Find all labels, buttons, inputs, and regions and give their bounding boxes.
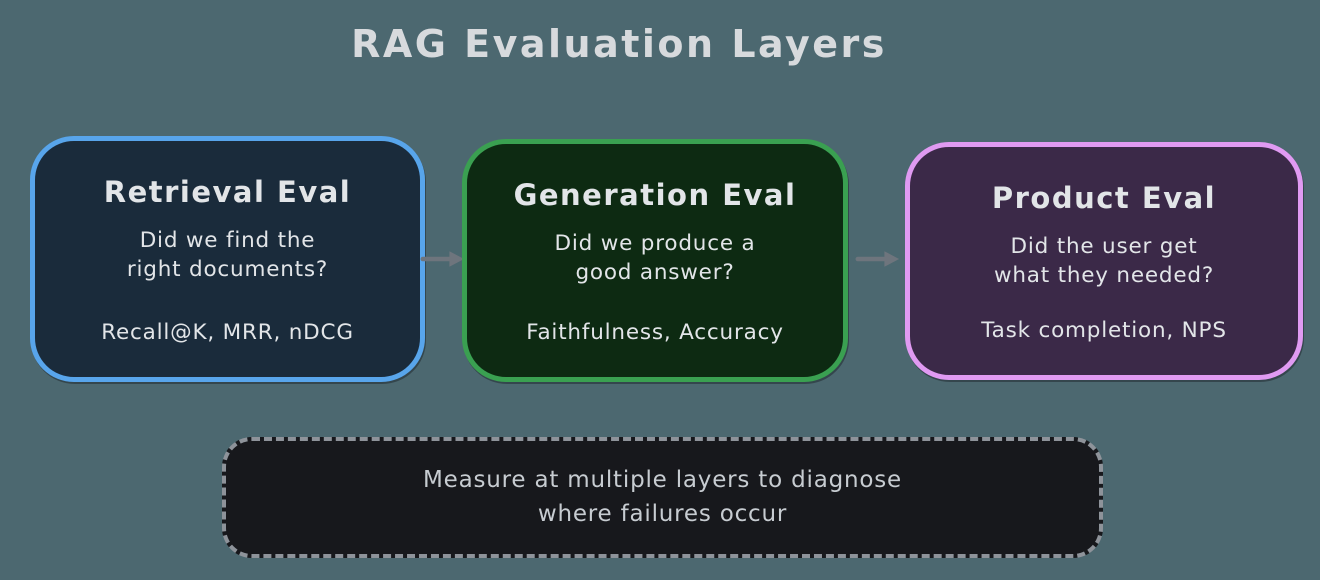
note-line-1: Measure at multiple layers to diagnose <box>423 467 902 494</box>
arrow-generation-to-product-icon <box>855 251 900 267</box>
note-line-2: where failures occur <box>537 500 788 527</box>
question-line-1: Did we produce a <box>554 231 756 256</box>
question-line-2: right documents? <box>126 257 329 283</box>
question-line-2: good answer? <box>575 260 735 286</box>
question-line-2: what they needed? <box>993 263 1215 289</box>
retrieval-eval-box: Retrieval Eval Did we find the right doc… <box>30 136 425 382</box>
generation-eval-question: Did we produce a good answer? <box>555 229 756 287</box>
summary-note-box: Measure at multiple layers to diagnose w… <box>222 437 1103 558</box>
product-eval-metrics: Task completion, NPS <box>981 318 1227 343</box>
retrieval-eval-metrics: Recall@K, MRR, nDCG <box>101 320 354 345</box>
product-eval-question: Did the user get what they needed? <box>994 232 1214 290</box>
product-eval-box: Product Eval Did the user get what they … <box>905 142 1303 380</box>
product-eval-heading: Product Eval <box>991 181 1217 215</box>
retrieval-eval-question: Did we find the right documents? <box>127 226 328 284</box>
diagram-title: RAG Evaluation Layers <box>351 22 887 66</box>
retrieval-eval-heading: Retrieval Eval <box>103 175 352 209</box>
generation-eval-metrics: Faithfulness, Accuracy <box>526 320 784 345</box>
arrow-retrieval-to-generation-icon <box>420 251 465 267</box>
question-line-1: Did the user get <box>1010 234 1198 259</box>
summary-note-text: Measure at multiple layers to diagnose w… <box>423 464 902 531</box>
generation-eval-box: Generation Eval Did we produce a good an… <box>462 139 848 382</box>
generation-eval-heading: Generation Eval <box>513 178 797 212</box>
question-line-1: Did we find the <box>139 228 316 253</box>
